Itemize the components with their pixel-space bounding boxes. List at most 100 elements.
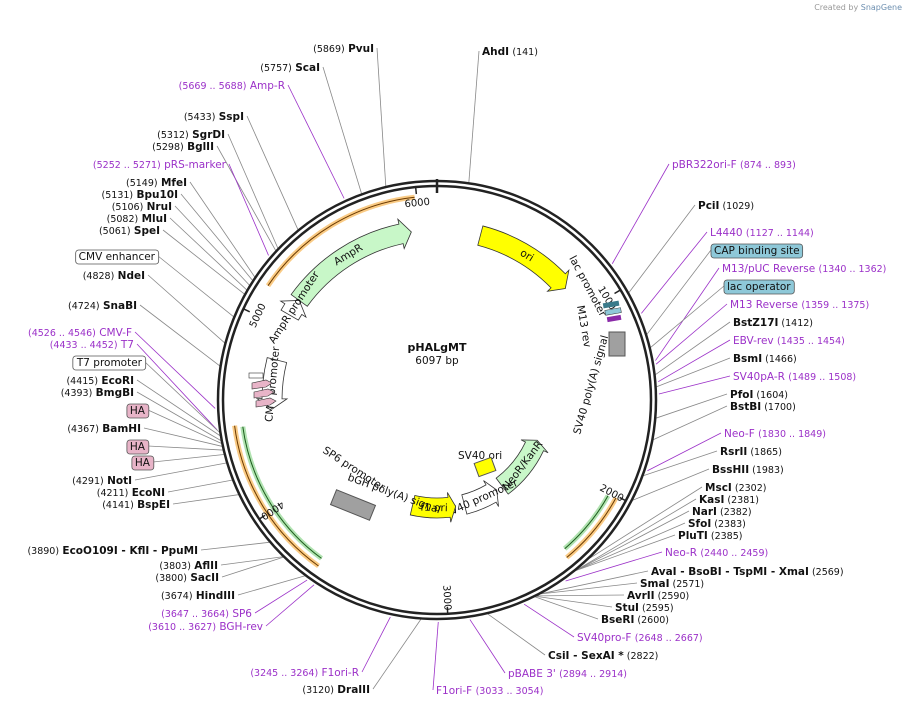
label-pbr322ori-f: pBR322ori-F (874 .. 893) [672, 159, 796, 171]
label-bspei: (4141) BspEI [102, 499, 170, 511]
label-neo-r: Neo-R (2440 .. 2459) [665, 547, 768, 559]
leader-line [147, 445, 223, 451]
label-sp6: (3647 .. 3664) SP6 [161, 608, 252, 620]
svg-text:Neo-R (2440 .. 2459): Neo-R (2440 .. 2459) [665, 547, 768, 559]
svg-text:(5312) SgrDI: (5312) SgrDI [157, 129, 225, 141]
label-hindiii: (3674) HindIII [161, 590, 235, 602]
label-draiii: (3120) DraIII [302, 684, 370, 696]
svg-text:(3647 .. 3664) SP6: (3647 .. 3664) SP6 [161, 608, 252, 620]
label-bsshii: BssHII (1983) [712, 464, 784, 476]
feature-label: AmpR promoter [267, 269, 323, 346]
leader-line [534, 596, 599, 620]
svg-text:CAP binding site: CAP binding site [714, 245, 800, 257]
leader-line [361, 616, 391, 673]
leader-line [147, 274, 225, 344]
leader-line [216, 145, 276, 251]
label-spei: (5061) SpeI [99, 225, 160, 237]
sv40-polya-feature [608, 331, 626, 357]
label-ha: HA [131, 455, 155, 471]
leader-line [658, 339, 731, 383]
leader-line [237, 575, 305, 596]
label-ha: HA [126, 403, 150, 419]
svg-text:NarI (2382): NarI (2382) [692, 506, 752, 518]
leader-line [136, 343, 218, 431]
snapgene-logo: SnapGene [860, 3, 902, 12]
leader-line [172, 494, 239, 505]
svg-text:AhdI (141): AhdI (141) [482, 46, 538, 58]
svg-text:SV40pro-F (2648 .. 2667): SV40pro-F (2648 .. 2667) [577, 632, 703, 644]
svg-text:SV40pA-R (1489 .. 1508): SV40pA-R (1489 .. 1508) [733, 371, 856, 383]
label-scai: (5757) ScaI [260, 62, 320, 74]
leader-lines [134, 47, 731, 691]
svg-text:KasI (2381): KasI (2381) [699, 494, 759, 506]
feature-label: f1 ori [420, 502, 448, 515]
label-rsrii: RsrII (1865) [720, 446, 782, 458]
leader-line [628, 204, 696, 293]
leader-line [227, 133, 279, 249]
svg-text:(4393) BmgBI: (4393) BmgBI [61, 387, 134, 399]
leader-line [143, 427, 223, 447]
leader-line [200, 541, 270, 551]
label-cmv-enhancer: CMV enhancer [75, 249, 160, 265]
svg-text:(3803) AflII: (3803) AflII [159, 560, 218, 572]
sv40-polya-label: SV40 poly(A) signal [571, 334, 611, 436]
orange-arc-core [234, 425, 319, 567]
label-bglii: (5298) BglII [152, 141, 214, 153]
leader-line [246, 115, 299, 230]
label-avrii: AvrII (2590) [627, 590, 689, 602]
svg-text:MscI (2302): MscI (2302) [705, 482, 766, 494]
leader-line [136, 391, 221, 441]
leader-line [536, 596, 613, 608]
label-snabi: (4724) SnaBI [68, 300, 137, 312]
feature-label: SV40 promoter [443, 477, 521, 521]
label-t7: (4433 .. 4452) T7 [50, 339, 134, 351]
green-arc-core [242, 426, 322, 559]
label-nrui: (5106) NruI [112, 201, 172, 213]
leader-line [376, 47, 387, 187]
svg-text:(5149) MfeI: (5149) MfeI [126, 177, 187, 189]
orange-arc-core [566, 497, 617, 558]
leader-line [287, 84, 345, 199]
label-ecori: (4415) EcoRI [66, 375, 134, 387]
label-t7-promoter: T7 promoter [72, 355, 147, 371]
svg-text:pBR322ori-F (874 .. 893): pBR322ori-F (874 .. 893) [672, 159, 796, 171]
leader-line [468, 50, 480, 183]
leader-line [372, 619, 422, 690]
label-ebv-rev: EBV-rev (1435 .. 1454) [733, 335, 845, 347]
svg-text:SfoI (2383): SfoI (2383) [688, 518, 746, 530]
label-pcii: PciI (1029) [698, 200, 754, 212]
svg-text:HA: HA [130, 441, 146, 453]
label-bmgbi: (4393) BmgBI [61, 387, 134, 399]
label-sfoi: SfoI (2383) [688, 518, 746, 530]
label-cmv-f: (4526 .. 4546) CMV-F [28, 327, 132, 339]
label-amp-r: (5669 .. 5688) Amp-R [179, 80, 285, 92]
leader-line [537, 594, 625, 597]
label-m13-reverse: M13 Reverse (1359 .. 1375) [730, 299, 869, 311]
leader-line [189, 181, 255, 278]
snapgene-watermark: Created by SnapGene [814, 3, 902, 12]
svg-text:BsmI (1466): BsmI (1466) [733, 353, 797, 365]
leader-line [643, 450, 718, 477]
leader-line [541, 570, 649, 595]
label-bstz17i: BstZ17I (1412) [733, 317, 813, 329]
leader-line [540, 582, 638, 595]
svg-text:F1ori-F (3033 .. 3054): F1ori-F (3033 .. 3054) [436, 685, 543, 697]
svg-text:SmaI (2571): SmaI (2571) [640, 578, 704, 590]
svg-text:(4141) BspEI: (4141) BspEI [102, 499, 170, 511]
label-bsmi: BsmI (1466) [733, 353, 797, 365]
label-pfoi: PfoI (1604) [730, 389, 788, 401]
svg-text:RsrII (1865): RsrII (1865) [720, 446, 782, 458]
leader-line [576, 522, 686, 571]
leader-line [576, 510, 690, 571]
label-lac-operator: lac operator [723, 279, 795, 295]
label-aflii: (3803) AflII [159, 560, 218, 572]
leader-line [162, 229, 245, 295]
svg-text:(3610 .. 3627) BGH-rev: (3610 .. 3627) BGH-rev [148, 621, 263, 633]
leader-line [139, 304, 220, 367]
label-noti: (4291) NotI [72, 475, 132, 487]
svg-text:(3890) EcoO109I - KflI -: (3890) EcoO109I - KflI - PpuMI [27, 545, 198, 557]
watermark-prefix: Created by [814, 3, 859, 12]
orange-arc-core [267, 196, 415, 286]
svg-text:BstZ17I (1412): BstZ17I (1412) [733, 317, 813, 329]
